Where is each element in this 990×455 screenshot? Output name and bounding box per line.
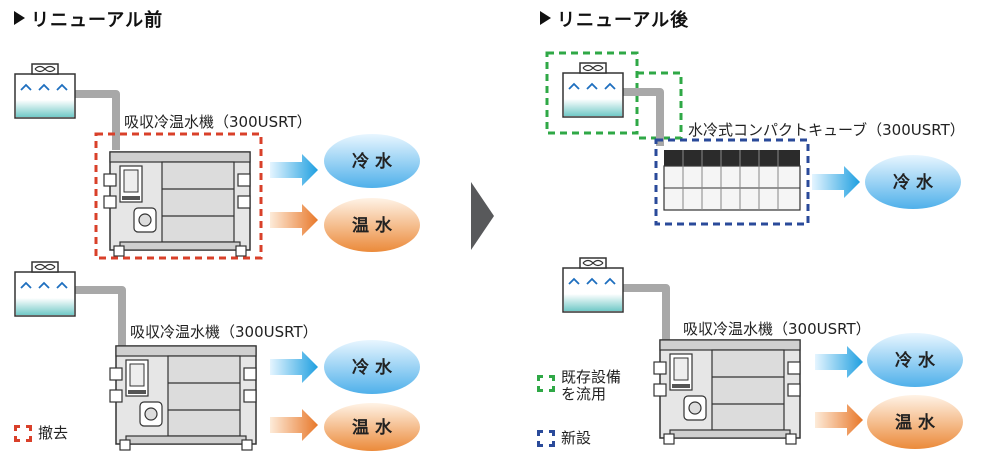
before-title: リニューアル前 bbox=[14, 6, 163, 32]
before-unit2-label: 吸収冷温水機（300USRT） bbox=[130, 323, 318, 341]
red-dashed-box-icon bbox=[14, 425, 32, 442]
legend-existing-line1: 既存設備 bbox=[561, 368, 622, 386]
cold-water-badge bbox=[324, 340, 420, 394]
before-unit1-label: 吸収冷温水機（300USRT） bbox=[124, 113, 312, 131]
hot-arrow-icon bbox=[815, 404, 863, 436]
blue-dashed-box-icon bbox=[537, 430, 555, 447]
hot-arrow-icon bbox=[270, 204, 318, 236]
cold-water-badge bbox=[865, 155, 961, 209]
triangle-icon bbox=[14, 11, 25, 25]
hot-water-text: 温 水 bbox=[352, 417, 393, 438]
cooling-tower-icon bbox=[14, 261, 76, 317]
cold-arrow-icon bbox=[270, 351, 318, 383]
triangle-icon bbox=[540, 11, 551, 25]
hot-water-badge bbox=[867, 395, 963, 449]
cold-water-text: 冷 水 bbox=[895, 350, 936, 371]
after-unit2-label: 吸収冷温水機（300USRT） bbox=[683, 320, 871, 338]
cold-water-text: 冷 水 bbox=[352, 151, 393, 172]
existing-dashed-frame bbox=[545, 51, 639, 135]
compact-cube-icon bbox=[663, 150, 801, 211]
cooling-tower-icon bbox=[562, 257, 624, 313]
hot-water-badge bbox=[324, 198, 420, 252]
pipe bbox=[620, 88, 664, 146]
removed-dashed-frame bbox=[94, 132, 263, 260]
hot-water-text: 温 水 bbox=[895, 412, 936, 433]
legend-new: 新設 bbox=[537, 430, 591, 447]
existing-pipe-frame bbox=[637, 71, 683, 140]
green-dashed-box-icon bbox=[537, 375, 555, 392]
legend-removed: 撤去 bbox=[14, 425, 68, 442]
chiller-icon bbox=[109, 345, 257, 451]
cold-water-badge bbox=[324, 134, 420, 188]
legend-existing-line2: を流用 bbox=[561, 385, 607, 403]
cold-arrow-icon bbox=[270, 154, 318, 186]
hot-arrow-icon bbox=[270, 409, 318, 441]
chiller-icon bbox=[103, 151, 251, 257]
cooling-tower-icon bbox=[562, 62, 624, 118]
cold-arrow-icon bbox=[815, 346, 863, 378]
after-title: リニューアル後 bbox=[540, 6, 689, 32]
cold-arrow-icon bbox=[812, 166, 860, 198]
legend-existing: 既存設備を流用 bbox=[537, 369, 621, 403]
cold-water-badge bbox=[867, 333, 963, 387]
cooling-tower-icon bbox=[14, 63, 76, 119]
transition-arrow-icon bbox=[471, 182, 494, 250]
after-unit1-label: 水冷式コンパクトキューブ（300USRT） bbox=[688, 121, 965, 139]
cold-water-text: 冷 水 bbox=[893, 172, 934, 193]
cold-water-text: 冷 水 bbox=[352, 357, 393, 378]
hot-water-text: 温 水 bbox=[352, 215, 393, 236]
chiller-icon bbox=[653, 339, 801, 445]
pipe bbox=[70, 286, 126, 350]
pipe bbox=[70, 90, 120, 150]
new-dashed-frame bbox=[654, 138, 810, 226]
hot-water-badge bbox=[324, 403, 420, 451]
pipe bbox=[620, 284, 670, 344]
